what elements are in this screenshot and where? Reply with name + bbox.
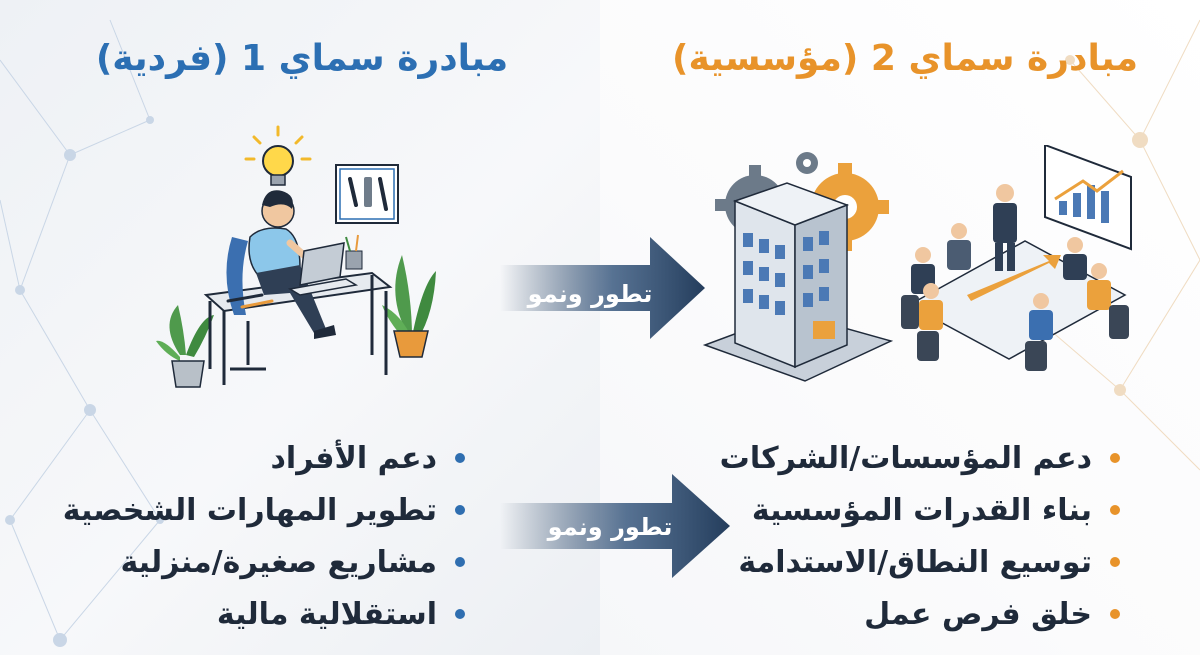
office-building-meeting-icon [702, 145, 1132, 382]
laptop-icon [287, 242, 359, 296]
person-icon [248, 190, 336, 339]
bullet-dot [455, 609, 465, 619]
list-item: تطوير المهارات الشخصية [63, 484, 465, 536]
institutional-title: مبادرة سماي 2 (مؤسسية) [671, 38, 1138, 79]
lightbulb-icon [244, 125, 312, 186]
bullet-text: توسيع النطاق/الاستدامة [738, 544, 1092, 580]
bullet-text: تطوير المهارات الشخصية [62, 492, 437, 528]
person-at-laptop-icon [156, 125, 436, 388]
bullet-dot [1110, 505, 1120, 515]
bullet-dot [455, 453, 465, 463]
presentation-board-icon [1044, 145, 1132, 251]
growth-arrow-bottom [500, 474, 730, 578]
bullet-dot [1110, 609, 1120, 619]
network-pattern-left [0, 19, 164, 647]
individual-bullet-list: دعم الأفراد تطوير المهارات الشخصية مشاري… [63, 432, 465, 640]
team-members-icon [911, 184, 1111, 340]
bullet-dot [1110, 453, 1120, 463]
institutional-bullet-list: دعم المؤسسات/الشركات بناء القدرات المؤسس… [700, 432, 1120, 640]
potted-plant-icon [382, 255, 436, 358]
bullet-text: خلق فرص عمل [864, 596, 1092, 632]
list-item: استقلالية مالية [100, 588, 465, 640]
individual-title: مبادرة سماي 1 (فردية) [95, 38, 509, 79]
tools-board-icon [335, 164, 399, 224]
bullet-dot [455, 557, 465, 567]
office-building-icon [702, 182, 894, 382]
bullet-text: دعم المؤسسات/الشركات [719, 440, 1092, 476]
office-chairs-icon [901, 295, 1129, 371]
bullet-text: دعم الأفراد [270, 440, 437, 476]
list-item: دعم المؤسسات/الشركات [700, 432, 1120, 484]
growth-arrow-top [500, 237, 705, 339]
list-item: مشاريع صغيرة/منزلية [100, 536, 465, 588]
bullet-text: مشاريع صغيرة/منزلية [120, 544, 437, 580]
growth-arrow-top-label: تطور ونمو [527, 280, 653, 308]
growth-arrow-bottom-label: تطور ونمو [547, 513, 673, 541]
list-item: توسيع النطاق/الاستدامة [700, 536, 1120, 588]
gear-icon [796, 152, 818, 174]
pen-holder-icon [345, 234, 363, 270]
bullet-dot [455, 505, 465, 515]
chair-icon [226, 237, 266, 371]
bullet-text: بناء القدرات المؤسسية [751, 492, 1092, 528]
potted-plant-icon [156, 305, 214, 388]
list-item: دعم الأفراد [100, 432, 465, 484]
list-item: بناء القدرات المؤسسية [700, 484, 1120, 536]
bullet-text: استقلالية مالية [216, 596, 437, 632]
wrench-icon [226, 293, 274, 309]
list-item: خلق فرص عمل [700, 588, 1120, 640]
individual-panel [0, 0, 600, 655]
bullet-dot [1110, 557, 1120, 567]
